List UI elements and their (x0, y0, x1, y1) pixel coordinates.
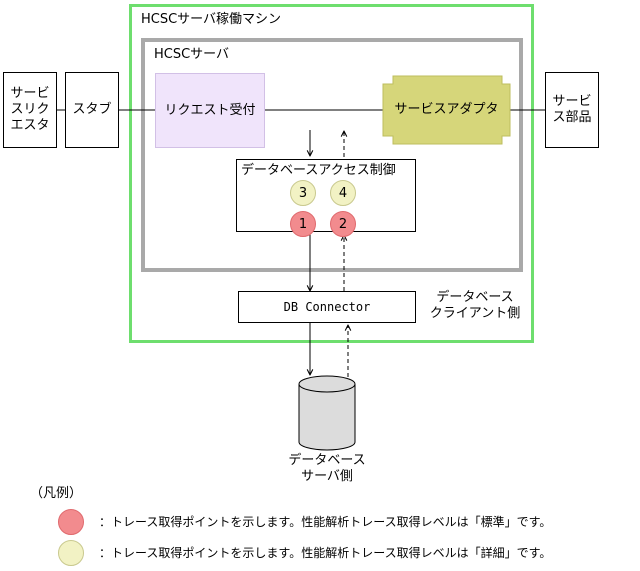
service-adapter-label-wrap: サービスアダプタ (383, 76, 510, 144)
service-part-label: サービ ス部品 (552, 94, 592, 125)
trace-point-2: 2 (330, 211, 356, 237)
server-title: HCSCサーバ (154, 47, 230, 62)
request-reception-box: リクエスト受付 (155, 73, 265, 148)
stub-box: スタブ (65, 72, 119, 148)
legend-detail-text: ：トレース取得ポイントを示します。性能解析トレース取得レベルは「詳細」です。 (99, 546, 552, 560)
machine-title: HCSCサーバ稼働マシン (141, 12, 282, 27)
legend-detail-marker (58, 540, 84, 566)
service-requester-box: サービ スリク エスタ (3, 72, 57, 148)
trace-point-3: 3 (290, 180, 316, 206)
machine-frame (129, 4, 534, 343)
legend-title: （凡例） (30, 486, 83, 501)
db-server-side-label: データベース サーバ側 (288, 453, 366, 484)
request-reception-label: リクエスト受付 (164, 102, 256, 118)
trace-point-4: 4 (330, 180, 356, 206)
db-connector-label: DB Connector (283, 300, 371, 314)
service-part-box: サービ ス部品 (545, 72, 599, 148)
database-cylinder-icon (298, 375, 356, 451)
service-requester-label: サービ スリク エスタ (10, 86, 50, 133)
service-adapter-shape (382, 75, 511, 145)
server-frame (141, 38, 523, 272)
stub-label: スタブ (72, 102, 112, 117)
trace-point-1: 1 (290, 211, 316, 237)
legend: （凡例） ：トレース取得ポイントを示します。性能解析トレース取得レベルは「標準」… (0, 484, 640, 571)
db-connector-box: DB Connector (238, 291, 416, 323)
db-access-control-label: データベースアクセス制御 (241, 163, 396, 178)
db-client-side-label: データベース クライアント側 (429, 290, 521, 321)
legend-standard-text: ：トレース取得ポイントを示します。性能解析トレース取得レベルは「標準」です。 (99, 515, 552, 529)
db-access-control-box: データベースアクセス制御 (236, 159, 416, 232)
legend-standard-marker (58, 509, 84, 535)
service-adapter-label: サービスアダプタ (394, 102, 499, 117)
